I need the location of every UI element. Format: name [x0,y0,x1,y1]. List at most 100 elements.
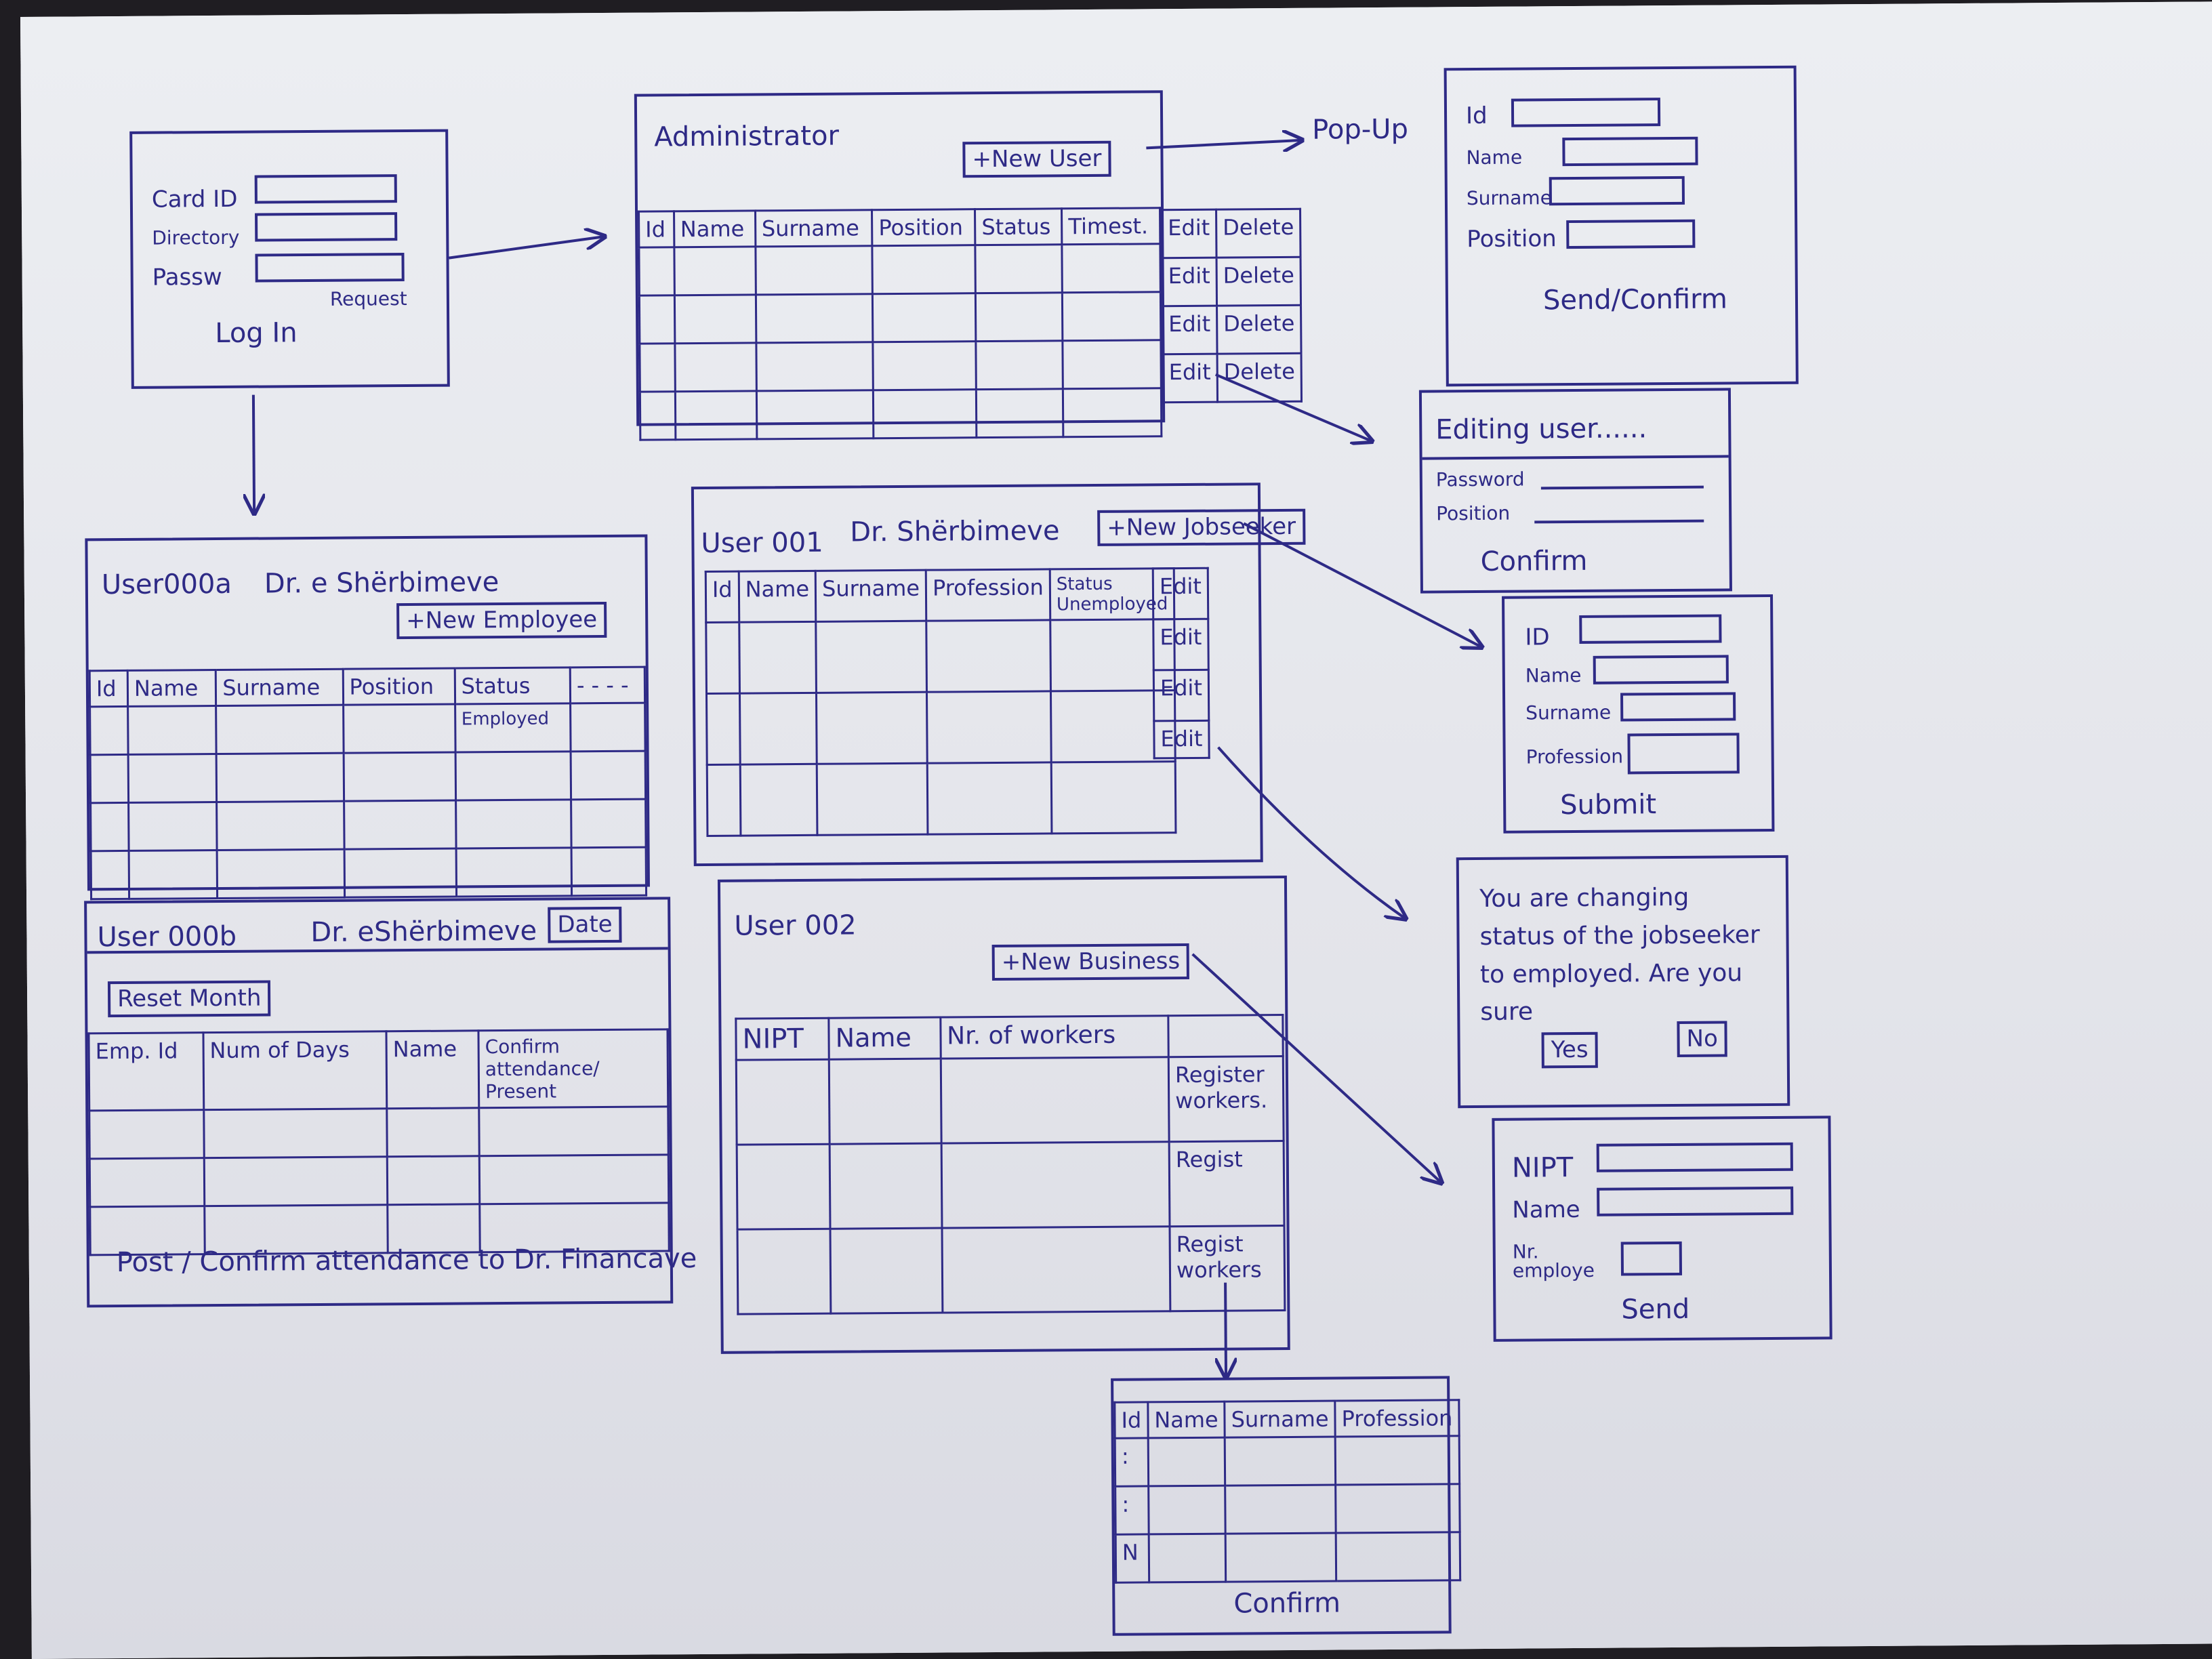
biz-nipt-label: NIPT [1511,1152,1574,1184]
column-header-id: Id [638,211,674,248]
paper-sheet: Card ID Directory Passw Request Log In A… [20,1,2212,1659]
edit-button[interactable]: Edit [1162,354,1218,403]
table-header-row: Id Name Surname Profession [1114,1399,1460,1439]
delete-button[interactable]: Delete [1216,209,1301,258]
admin-title: Administrator [654,120,840,153]
biz-send-button[interactable]: Send [1621,1293,1690,1326]
edit-confirm-button[interactable]: Confirm [1480,545,1588,577]
biz-employees-input[interactable] [1620,1241,1683,1276]
table-row: Edit Delete [1161,209,1301,258]
column-header-surname: Surname [1224,1401,1336,1438]
user000b-screen: User 000b Dr. eShërbimeve Date Reset Mon… [84,897,697,1308]
request-link[interactable]: Request [329,287,407,310]
js-surname-input[interactable] [1620,692,1736,722]
delete-button[interactable]: Delete [1216,305,1302,354]
biz-name-input[interactable] [1597,1186,1794,1216]
table-row [89,1106,669,1159]
column-header-name: Name [127,670,216,707]
password-input[interactable] [255,253,405,283]
directory-input[interactable] [255,212,398,242]
reset-month-button[interactable]: Reset Month [107,980,271,1018]
send-confirm-button[interactable]: Send/Confirm [1542,283,1728,316]
column-header-status: Status [975,208,1063,245]
divider [1422,455,1729,460]
new-jobseeker-button[interactable]: +New Jobseeker [1097,508,1306,547]
delete-button[interactable]: Delete [1216,353,1302,403]
new-user-button[interactable]: +New User [962,140,1111,178]
new-employee-button[interactable]: +New Employee [396,601,607,640]
table-row [706,690,1176,765]
biz-nipt-input[interactable] [1596,1142,1793,1172]
edit-position-input[interactable] [1534,519,1704,524]
column-header-name: Name [1147,1401,1225,1438]
business-table: NIPT Name Nr. of workers Register worker… [735,1014,1286,1315]
edit-button[interactable]: Edit [1161,209,1216,258]
table-header-row: NIPT Name Nr. of workers [735,1015,1284,1061]
popup-position-input[interactable] [1566,219,1696,249]
js-id-input[interactable] [1579,614,1722,644]
register-workers-button[interactable]: Register workers. [1168,1056,1284,1142]
biz-employees-label: Nr. employe [1512,1240,1595,1282]
user001-label: User 001 [701,527,823,560]
column-header-id: Id [1114,1401,1148,1439]
table-row: Edit [1153,720,1210,758]
edit-button[interactable]: Edit [1153,568,1208,619]
edit-button[interactable]: Edit [1162,306,1217,354]
edit-button[interactable]: Edit [1153,619,1209,670]
new-business-button[interactable]: +New Business [991,943,1190,981]
column-header-actions [1168,1015,1284,1057]
table-header-row: Id Name Surname Profession Status Unempl… [705,568,1174,623]
column-header-surname: Surname [216,669,344,706]
column-header-num-days: Num of Days [203,1031,387,1110]
confirm-status-popup: You are changing status of the jobseeker… [1456,855,1790,1109]
date-field[interactable]: Date [548,906,622,943]
card-id-input[interactable] [254,174,397,204]
column-header-name: Name [674,210,756,247]
new-user-popup: Id Name Surname Position Send/Confirm [1443,65,1799,387]
js-profession-input[interactable] [1627,733,1740,775]
js-name-input[interactable] [1593,655,1729,684]
user001-screen: User 001 Dr. Shërbimeve +New Jobseeker I… [691,483,1306,867]
register-workers-button[interactable]: Regist [1169,1141,1284,1227]
column-header-name: Name [386,1030,479,1109]
popup-surname-input[interactable] [1549,176,1685,206]
edit-button[interactable]: Edit [1162,258,1217,306]
popup-id-label: Id [1465,102,1488,130]
column-header-more: - - - - [570,667,645,703]
js-profession-label: Profession [1525,745,1624,769]
user000a-label: User000a [101,568,232,601]
edit-button[interactable]: Edit [1153,670,1209,721]
js-submit-button[interactable]: Submit [1560,789,1657,821]
login-button[interactable]: Log In [215,317,298,350]
yes-button[interactable]: Yes [1541,1031,1598,1069]
arrow-login-to-user000a [253,394,254,514]
delete-button[interactable]: Delete [1216,257,1301,306]
js-id-label: ID [1525,623,1550,651]
no-button[interactable]: No [1677,1021,1728,1058]
column-header-attendance: Confirm attendance/ Present [478,1029,668,1108]
user001-org-label: Dr. Shërbimeve [850,515,1060,548]
table-row: : [1115,1483,1460,1535]
business-popup: NIPT Name Nr. employe Send [1492,1115,1832,1342]
table-row [89,1154,669,1207]
popup-position-label: Position [1467,225,1557,253]
popup-id-input[interactable] [1511,98,1661,127]
row-marker: : [1115,1437,1149,1487]
post-attendance-action[interactable]: Post / Confirm attendance to Dr. Financa… [116,1243,697,1279]
table-row [705,619,1175,694]
workers-confirm-button[interactable]: Confirm [1233,1587,1341,1620]
table-header-row: Id Name Surname Position Status - - - - [89,667,645,707]
login-screen: Card ID Directory Passw Request Log In [129,129,450,389]
table-header-row: Emp. Id Num of Days Name Confirm attenda… [88,1029,668,1111]
employees-table: Id Name Surname Position Status - - - - … [89,666,647,901]
edit-button[interactable]: Edit [1153,720,1210,758]
edit-position-label: Position [1436,501,1511,525]
table-row [707,761,1176,836]
register-workers-button[interactable]: Regist workers [1170,1225,1285,1311]
password-label: Passw [152,263,222,291]
column-header-nipt: NIPT [735,1018,830,1061]
table-row [639,340,1162,392]
popup-name-input[interactable] [1562,136,1698,167]
jobseeker-popup: ID Name Surname Profession Submit [1502,594,1775,834]
edit-password-input[interactable] [1540,485,1704,490]
